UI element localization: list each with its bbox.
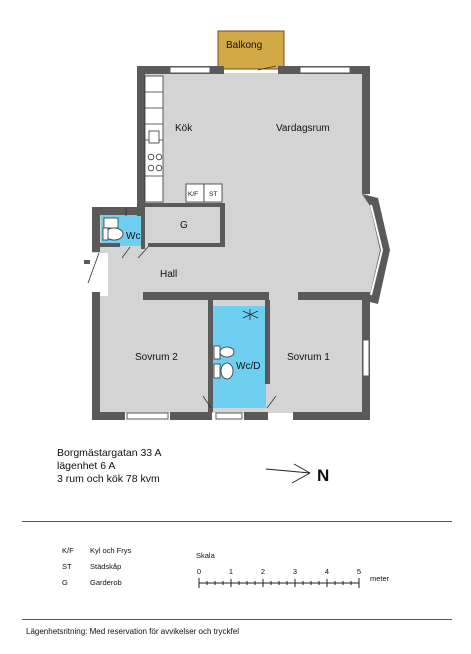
bedroom-1-label: Sovrum 1 — [287, 352, 330, 363]
legend-item: G Garderob — [62, 575, 131, 591]
legend: K/F Kyl och Frys ST Städskåp G Garderob — [62, 543, 131, 591]
floor-plan: Balkong Kök Vardagsrum K/F ST Wc G Hall … — [84, 30, 390, 420]
kf-label: K/F — [188, 191, 198, 198]
legend-abbr: ST — [62, 562, 72, 571]
st-label: ST — [209, 191, 217, 198]
legend-desc: Garderob — [90, 578, 122, 587]
kitchen-label: Kök — [175, 123, 193, 134]
north-label: N — [317, 466, 329, 485]
windows — [126, 66, 370, 420]
wc-label: Wc — [126, 231, 140, 242]
unit-text: lägenhet 6 A — [57, 460, 116, 472]
floor-area — [92, 73, 386, 413]
compass: N — [265, 463, 329, 485]
divider-bottom — [22, 619, 452, 620]
legend-desc: Städskåp — [90, 562, 122, 571]
legend-abbr: K/F — [62, 546, 74, 555]
footer-note: Lägenhetsritning: Med reservation för av… — [26, 627, 239, 636]
north-arrow-icon — [265, 463, 311, 484]
wcd-label: Wc/D — [236, 361, 260, 372]
shower-drain — [242, 309, 259, 320]
wc-fixtures — [102, 217, 235, 380]
scale-tick-label: 3 — [293, 567, 297, 576]
inner-walls — [100, 203, 370, 412]
scale-title: Skala — [196, 551, 216, 560]
apartment-info: Borgmästargatan 33 A lägenhet 6 A 3 rum … — [57, 447, 161, 486]
divider-top — [22, 521, 452, 522]
scale-tick-label: 4 — [325, 567, 329, 576]
legend-item: ST Städskåp — [62, 559, 131, 575]
scale-bar: Skala 0 1 2 3 4 5 meter — [196, 551, 390, 588]
size-text: 3 rum och kök 78 kvm — [57, 473, 160, 485]
bedroom-2-label: Sovrum 2 — [135, 352, 178, 363]
scale-tick-label: 0 — [197, 567, 201, 576]
legend-desc: Kyl och Frys — [90, 546, 132, 555]
balcony-label: Balkong — [226, 40, 262, 51]
scale-tick-label: 5 — [357, 567, 361, 576]
scale-ruler — [198, 578, 360, 588]
bay-window — [362, 194, 390, 304]
wcd-room — [212, 306, 266, 408]
scale-unit: meter — [370, 574, 390, 583]
address-text: Borgmästargatan 33 A — [57, 447, 162, 459]
door-swings — [87, 65, 277, 409]
legend-item: K/F Kyl och Frys — [62, 543, 131, 559]
balcony — [217, 30, 285, 70]
legend-abbr: G — [62, 578, 68, 587]
scale-tick-label: 1 — [229, 567, 233, 576]
hall-label: Hall — [160, 269, 177, 280]
living-room-label: Vardagsrum — [276, 123, 330, 134]
wardrobe-label: G — [180, 220, 188, 231]
scale-tick-label: 2 — [261, 567, 265, 576]
kitchen-counter — [144, 75, 223, 203]
